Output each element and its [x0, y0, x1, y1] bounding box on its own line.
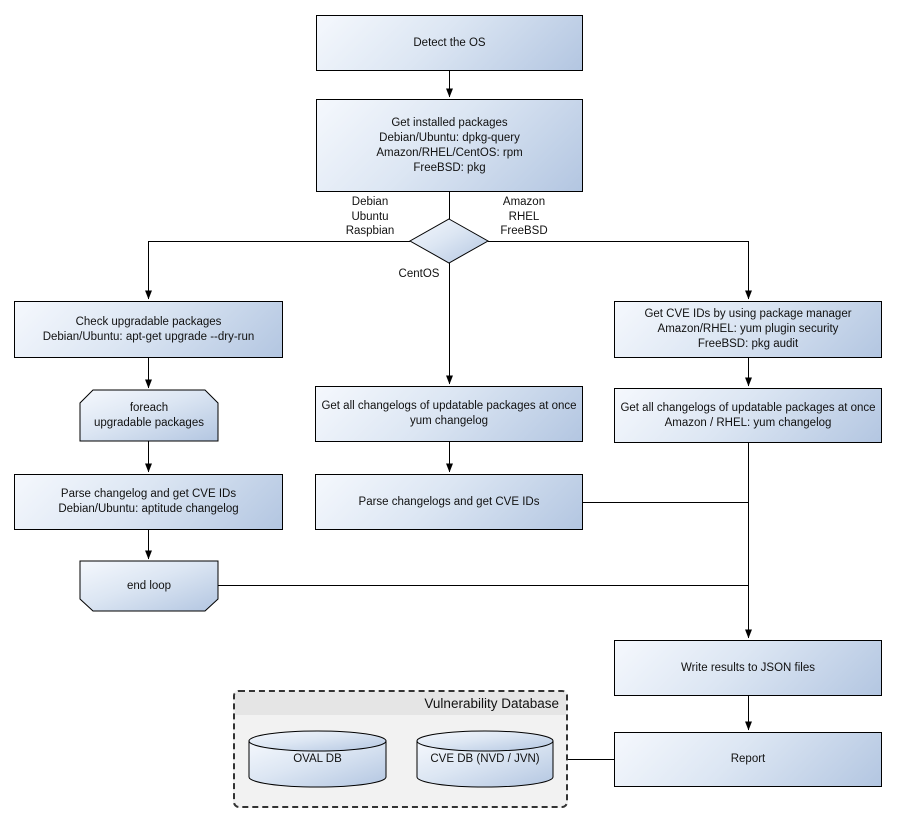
node-parse-changelog-debian: Parse changelog and get CVE IDs Debian/U… [14, 474, 283, 530]
foreach-loop-shape [79, 389, 219, 442]
node-text: Write results to JSON files [681, 661, 815, 674]
node-text: upgradable packages [94, 416, 204, 429]
connector-decision-to-check-upgradable [145, 241, 410, 300]
node-parse-changelogs-centos: Parse changelogs and get CVE IDs [315, 474, 583, 530]
node-get-installed-packages: Get installed packages Debian/Ubuntu: dp… [316, 99, 583, 192]
node-detect-os: Detect the OS [316, 15, 583, 71]
end-loop-shape [79, 560, 219, 612]
edge-label-line: Ubuntu [351, 210, 389, 223]
cve-db-cylinder [416, 730, 554, 788]
node-text: Debian/Ubuntu: dpkg-query [379, 131, 520, 144]
node-text: Detect the OS [413, 36, 486, 49]
node-text: Amazon/RHEL/CentOS: rpm [376, 146, 523, 159]
node-text: Debian/Ubuntu: aptitude changelog [58, 503, 239, 515]
foreach-loop-label: foreach upgradable packages [80, 390, 218, 441]
node-text: Amazon/RHEL: yum plugin security [657, 323, 839, 335]
node-text: Get all changelogs of updatable packages… [321, 400, 577, 412]
node-text: Debian/Ubuntu: apt-get upgrade --dry-run [42, 330, 255, 343]
edge-label-debian-branch: Debian Ubuntu Raspbian [325, 195, 415, 239]
node-text: Report [730, 753, 766, 765]
connector-decision-to-get-cve-ids [488, 241, 752, 300]
node-get-changelogs-amazon: Get all changelogs of updatable packages… [614, 388, 882, 443]
node-text: Get all changelogs of updatable packages… [620, 401, 876, 414]
os-decision-diamond [408, 218, 490, 264]
node-text: OVAL DB [293, 752, 342, 765]
vulnerability-database-title: Vulnerability Database [235, 692, 566, 715]
edge-label-line: Debian [351, 196, 389, 208]
edge-label-line: Amazon [502, 196, 546, 208]
oval-db-cylinder [248, 730, 387, 788]
cve-db-label: CVE DB (NVD / JVN) [417, 745, 553, 773]
edge-label-line: RHEL [508, 210, 540, 223]
oval-db-label: OVAL DB [249, 745, 386, 773]
node-text: FreeBSD: pkg [413, 161, 486, 174]
node-text: Amazon / RHEL: yum changelog [664, 416, 832, 429]
node-text: end loop [126, 579, 172, 592]
node-text: Parse changelogs and get CVE IDs [358, 495, 540, 508]
node-text: Parse changelog and get CVE IDs [60, 488, 237, 500]
node-get-changelogs-centos: Get all changelogs of updatable packages… [315, 386, 583, 442]
edge-label-line: CentOS [398, 268, 440, 280]
edge-label-amazon-branch: Amazon RHEL FreeBSD [479, 195, 569, 239]
edge-label-centos-branch: CentOS [384, 267, 454, 282]
node-write-results-json: Write results to JSON files [614, 640, 882, 696]
edge-label-line: Raspbian [345, 225, 395, 237]
node-check-upgradable-packages: Check upgradable packages Debian/Ubuntu:… [14, 301, 283, 358]
node-text: foreach [129, 401, 169, 414]
end-loop-label: end loop [80, 561, 218, 611]
node-text: Get installed packages [391, 116, 508, 129]
node-report: Report [614, 732, 882, 787]
node-text: CVE DB (NVD / JVN) [430, 752, 540, 765]
node-text: yum changelog [410, 415, 488, 427]
node-text: Get CVE IDs by using package manager [644, 308, 852, 320]
edge-label-line: FreeBSD [500, 225, 548, 237]
node-text: FreeBSD: pkg audit [697, 338, 799, 350]
node-text: Check upgradable packages [75, 315, 222, 328]
node-get-cve-ids-pkg-manager: Get CVE IDs by using package manager Ama… [614, 301, 882, 358]
